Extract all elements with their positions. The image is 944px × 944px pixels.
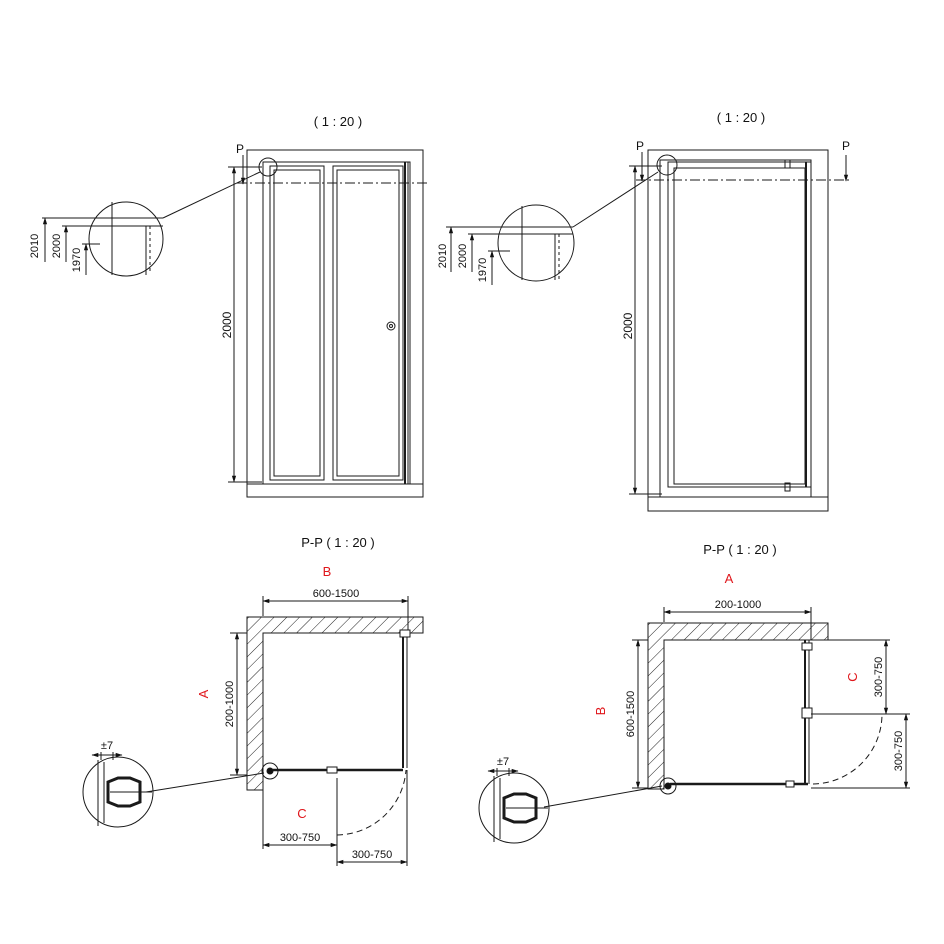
- tolerance-right: ±7: [497, 756, 509, 768]
- section-marker-right-left: P: [636, 139, 644, 153]
- wall-label-b-right: B: [593, 707, 608, 716]
- plan-left: [82, 596, 424, 866]
- right-dim-2: 300-750: [893, 731, 905, 771]
- bottom-dim-1-left: 300-750: [280, 832, 320, 844]
- section-marker-left: P: [236, 142, 244, 156]
- elevation-right: ( 1 : 20 ): [446, 110, 850, 512]
- scale-label-left: ( 1 : 20 ): [314, 114, 362, 129]
- wall-label-a-left: A: [196, 689, 211, 698]
- wall-label-b-left: B: [323, 564, 332, 579]
- detail-dim-1970-right: 1970: [477, 258, 489, 282]
- width-dim-right: 200-1000: [715, 599, 762, 611]
- tolerance-left: ±7: [101, 740, 113, 752]
- detail-dim-1970-left: 1970: [71, 248, 83, 272]
- wall-label-a-right: A: [725, 571, 734, 586]
- depth-dim-left: 200-1000: [224, 681, 236, 728]
- height-dim-right: 2000: [621, 312, 635, 339]
- section-title-right: P-P ( 1 : 20 ): [703, 542, 776, 557]
- plan-right: [478, 607, 910, 844]
- bottom-dim-2-left: 300-750: [352, 849, 392, 861]
- right-dim-1: 300-750: [873, 657, 885, 697]
- scale-label-right: ( 1 : 20 ): [717, 110, 765, 125]
- section-marker-right-right: P: [842, 139, 850, 153]
- detail-dim-2010-right: 2010: [437, 244, 449, 268]
- height-dim-left: 2000: [220, 311, 234, 338]
- depth-dim-right: 600-1500: [625, 691, 637, 738]
- detail-dim-2010-left: 2010: [29, 234, 41, 258]
- detail-dim-2000-left: 2000: [51, 234, 63, 258]
- section-title-left: P-P ( 1 : 20 ): [301, 535, 374, 550]
- door-label-c-left: C: [297, 806, 306, 821]
- width-dim-left: 600-1500: [313, 588, 360, 600]
- door-label-c-right: C: [845, 672, 860, 681]
- elevation-left: ( 1 : 20 ): [42, 114, 430, 498]
- detail-dim-2000-right: 2000: [457, 244, 469, 268]
